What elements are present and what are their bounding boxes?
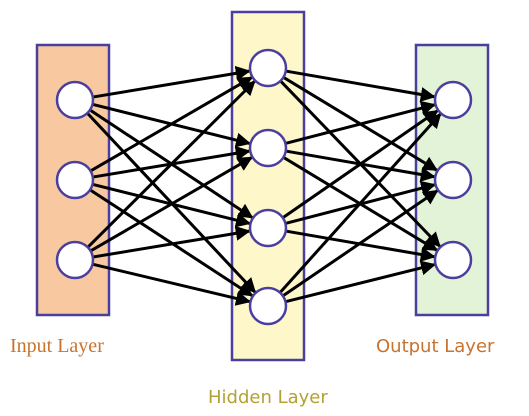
arrow-input-1-to-hidden-1 [92, 65, 251, 99]
connection-arrows [86, 65, 442, 306]
neurons [55, 48, 473, 326]
output-node-1 [433, 80, 473, 120]
arrow-input-3-to-hidden-1 [86, 80, 256, 249]
hidden-node-1 [248, 48, 288, 88]
hidden-node-3 [248, 208, 288, 248]
output-node-3 [433, 240, 473, 280]
arrow-hidden-4-to-output-2 [282, 189, 439, 298]
input-layer-label: Input Layer [10, 335, 104, 357]
arrow-hidden-4-to-output-1 [278, 113, 442, 294]
input-node-3 [55, 240, 95, 280]
arrow-hidden-1-to-output-1 [285, 69, 436, 102]
input-node-1 [55, 80, 95, 120]
arrow-hidden-4-to-output-3 [285, 260, 437, 304]
arrow-input-3-to-hidden-2 [89, 156, 253, 253]
arrow-input-3-to-hidden-3 [92, 225, 251, 259]
hidden-node-4 [248, 286, 288, 326]
arrow-hidden-3-to-output-1 [281, 109, 439, 219]
output-layer-label: Output Layer [376, 336, 495, 357]
hidden-layer-label: Hidden Layer [208, 387, 328, 408]
input-node-2 [55, 160, 95, 200]
hidden-node-2 [248, 128, 288, 168]
arrow-input-3-to-hidden-4 [92, 262, 251, 306]
arrow-input-2-to-hidden-1 [89, 76, 253, 173]
output-node-2 [433, 160, 473, 200]
arrow-hidden-2-to-output-1 [285, 100, 437, 145]
